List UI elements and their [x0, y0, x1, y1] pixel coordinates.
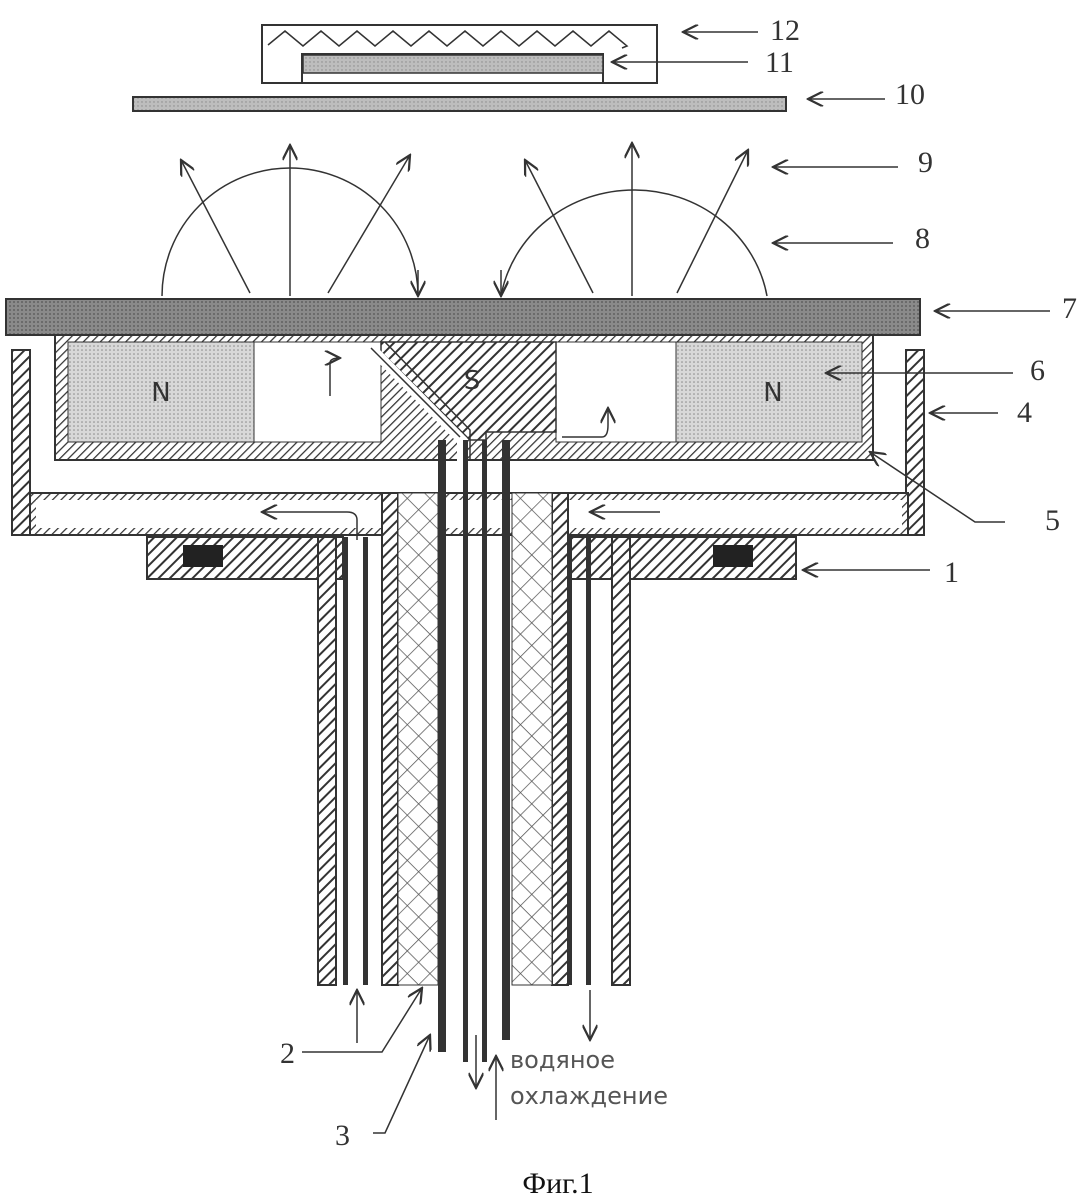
anode-flange-1-right — [565, 536, 797, 580]
target-full — [5, 298, 921, 336]
gas-flow-arrow-left — [330, 358, 340, 396]
insulator-left — [183, 545, 223, 567]
anode-flange-1-left — [146, 536, 344, 580]
plate-10 — [132, 96, 787, 112]
pole-label-n-right: N — [763, 378, 782, 408]
sputter-flux-left — [161, 145, 418, 296]
cavity-right — [555, 341, 677, 443]
insulator-right — [713, 545, 753, 567]
callout-10: 10 — [895, 78, 925, 111]
callout-4: 4 — [1017, 396, 1032, 429]
insulator-2-left — [397, 492, 439, 986]
cavity-left — [253, 341, 382, 443]
callout-2: 2 — [280, 1037, 295, 1070]
flow-arrow-left — [262, 512, 358, 540]
stem — [146, 440, 797, 1062]
magnet-n-right — [675, 341, 863, 443]
tube-3-right — [502, 440, 510, 1040]
substrate-11 — [302, 54, 604, 74]
figure-caption: Фиг.1 — [522, 1167, 593, 1200]
callout-7: 7 — [1062, 292, 1077, 325]
shield-4 — [11, 349, 925, 536]
callout-5: 5 — [1045, 504, 1060, 537]
sputter-flux-right — [501, 143, 768, 296]
callout-8: 8 — [915, 222, 930, 255]
cooling-label-line1: водяное — [510, 1046, 615, 1074]
cooling-channel-top — [29, 492, 909, 536]
pole-label-s: S — [464, 366, 481, 396]
callout-3: 3 — [335, 1119, 350, 1152]
pole-label-n-left: N — [151, 378, 170, 408]
heater-element — [267, 30, 629, 49]
callout-9: 9 — [918, 146, 933, 179]
callout-11: 11 — [765, 46, 794, 79]
callout-6: 6 — [1030, 354, 1045, 387]
callout-12: 12 — [770, 14, 800, 47]
gas-flow-arrow-right — [562, 408, 608, 438]
cooling-label-line2: охлаждение — [510, 1082, 668, 1110]
tube-3-left — [438, 440, 446, 1052]
callout-leaders — [302, 32, 1050, 1134]
callout-1: 1 — [944, 556, 959, 589]
insulator-2-right — [511, 492, 553, 986]
magnet-n-left — [67, 341, 255, 443]
magnet-housing-5 — [54, 334, 874, 461]
